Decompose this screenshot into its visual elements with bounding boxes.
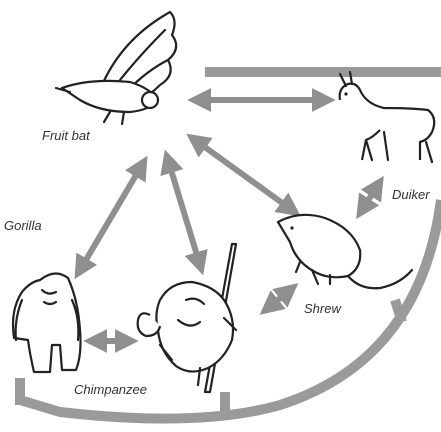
label-fruit-bat: Fruit bat bbox=[42, 128, 91, 143]
label-gorilla: Gorilla bbox=[4, 218, 42, 233]
label-chimpanzee: Chimpanzee bbox=[74, 382, 147, 397]
chimpanzee-drawing bbox=[138, 244, 236, 392]
duiker-drawing bbox=[340, 72, 435, 162]
fruit-bat-drawing bbox=[56, 12, 176, 124]
shrew-drawing bbox=[278, 215, 412, 288]
arrow-bat-shrew bbox=[195, 140, 292, 210]
arrow-shrew-chimpanzee bbox=[268, 290, 290, 308]
arrow-bat-gorilla bbox=[80, 165, 142, 270]
label-duiker: Duiker bbox=[392, 187, 430, 202]
arrow-duiker-shrew bbox=[362, 185, 378, 210]
gorilla-drawing bbox=[13, 273, 81, 372]
right-tick bbox=[395, 300, 402, 322]
arrow-bat-chimpanzee bbox=[168, 160, 200, 265]
label-shrew: Shrew bbox=[304, 301, 342, 316]
